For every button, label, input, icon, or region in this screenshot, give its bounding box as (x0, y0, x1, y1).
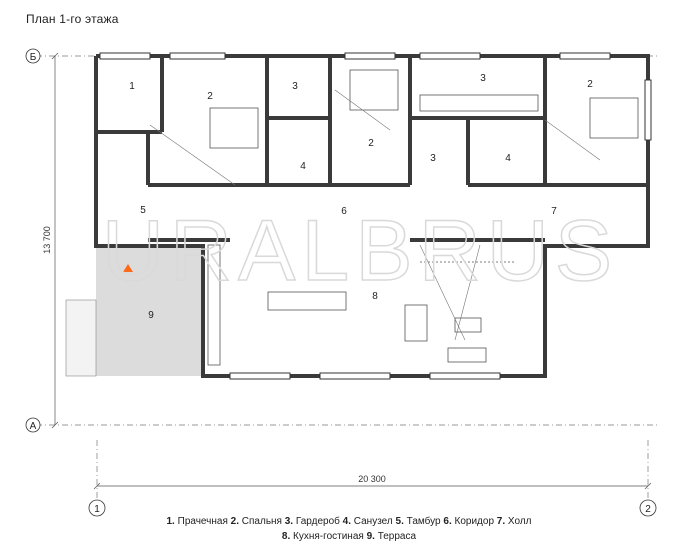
dimension-width-label: 20 300 (358, 474, 386, 484)
room-number: 6 (341, 206, 347, 217)
plan-title: План 1-го этажа (26, 12, 119, 26)
legend-num: 1. (166, 516, 175, 527)
dining-table (267, 291, 347, 311)
room-number: 3 (480, 73, 486, 84)
armchair (447, 347, 487, 363)
axis-1-marker (88, 499, 106, 517)
room-number: 3 (292, 81, 298, 92)
wardrobe-rack (419, 94, 539, 112)
room-numbers: 1 2 3 3 2 4 2 3 4 5 6 7 8 9 (129, 73, 593, 321)
legend-name: Холл (507, 516, 532, 527)
legend-name: Прачечная (177, 516, 228, 527)
axis-b-label: Б (30, 52, 37, 63)
watermark: URALBRUS (102, 203, 618, 299)
axis-2-marker (639, 499, 657, 517)
furniture (207, 69, 639, 366)
room-number: 1 (129, 81, 135, 92)
sofa (404, 304, 428, 342)
room-number: 2 (587, 79, 593, 90)
legend-num: 4. (342, 516, 351, 527)
legend-num: 7. (496, 516, 506, 527)
terrace-steps (65, 299, 97, 377)
legend-num: 8. (281, 531, 291, 542)
legend-name: Тамбур (406, 516, 441, 527)
axis-markers (25, 48, 657, 517)
legend-name: Санузел (353, 516, 393, 527)
legend-name: Гардероб (295, 516, 340, 527)
legend-name: Терраса (377, 531, 417, 542)
dimension-depth (51, 52, 59, 429)
room-number: 4 (505, 153, 511, 164)
axis-a-marker (25, 417, 41, 433)
legend-num: 3. (284, 516, 294, 527)
dimension-width (93, 482, 652, 490)
tv-unit (454, 317, 482, 333)
kitchen-counter (207, 244, 221, 366)
axis-b-marker (25, 48, 41, 64)
legend-name: Коридор (454, 516, 495, 527)
door-swings (149, 89, 601, 341)
legend-num: 5. (395, 516, 404, 527)
legend-num: 9. (366, 531, 375, 542)
legend-name: Кухня-гостиная (293, 531, 364, 542)
axis-a-label: А (30, 421, 37, 432)
room-number: 8 (372, 291, 378, 302)
legend-num: 2. (230, 516, 239, 527)
room-number: 4 (300, 161, 306, 172)
room-number: 5 (140, 205, 146, 216)
axis-1-label: 1 (94, 504, 100, 515)
room-number: 2 (368, 138, 374, 149)
windows (99, 52, 652, 380)
dimension-depth-label: 13 700 (42, 226, 52, 254)
legend-line-2: 8. Кухня-гостиная 9. Терраса (0, 531, 698, 542)
room-number: 9 (148, 310, 154, 321)
bed-bedroom-a (209, 107, 259, 149)
terrace-marker (123, 264, 133, 272)
bed-bedroom-b (349, 69, 399, 111)
legend-num: 6. (443, 516, 452, 527)
legend-name: Спальня (241, 516, 282, 527)
terrace-floor (96, 246, 203, 376)
legend-line-1: 1. Прачечная 2. Спальня 3. Гардероб 4. С… (0, 516, 698, 527)
room-number: 7 (551, 206, 557, 217)
room-number: 3 (430, 153, 436, 164)
axis-2-label: 2 (645, 504, 651, 515)
bed-bedroom-c (589, 97, 639, 139)
room-number: 2 (207, 91, 213, 102)
